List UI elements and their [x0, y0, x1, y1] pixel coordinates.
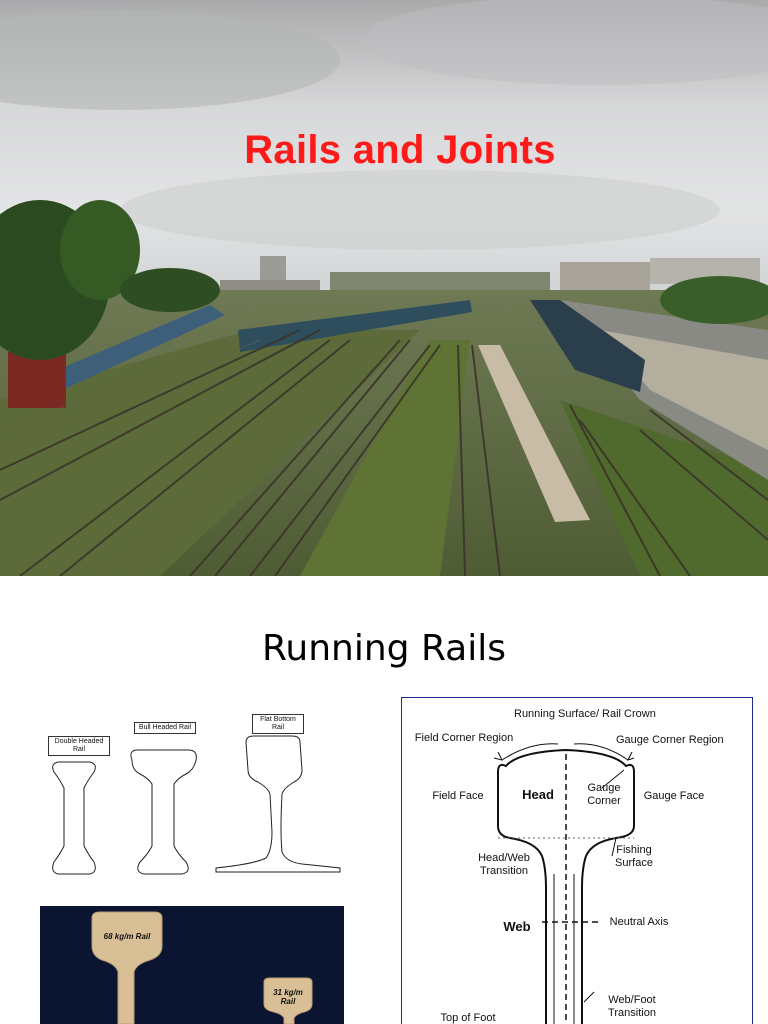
gauge-corner-label: Gauge Corner — [587, 782, 621, 807]
rail-sample-shapes — [40, 906, 344, 1024]
running-rails-slide: Running Rails Double Headed Rail Bull He… — [0, 576, 768, 1024]
fishing-surface-label: Fishing Surface — [615, 844, 653, 869]
running-surface-label: Running Surface/ Rail Crown — [514, 708, 656, 720]
title-slide: Rails and Joints — [0, 0, 768, 576]
neutral-axis-label: Neutral Axis — [609, 916, 669, 928]
field-corner-label: Field Corner Region — [414, 732, 514, 744]
top-of-foot-label: Top of Foot — [440, 1012, 496, 1024]
gauge-face-label: Gauge Face — [643, 790, 705, 802]
rail-samples-photo: 68 kg/m Rail 31 kg/m Rail — [40, 906, 344, 1024]
rail-types-figure: Double Headed Rail Bull Headed Rail Flat… — [40, 712, 344, 886]
rail-profiles-drawing — [52, 735, 341, 875]
rail-type-label: Double Headed Rail — [48, 736, 110, 756]
web-foot-label: Web/Foot Transition — [608, 994, 656, 1019]
rail-profile-diagram — [493, 743, 635, 1024]
field-face-label: Field Face — [432, 790, 484, 802]
rail-type-label: Flat Bottom Rail — [252, 714, 304, 734]
rail-type-label: Bull Headed Rail — [134, 722, 196, 734]
slide-heading: Running Rails — [261, 628, 506, 669]
slide-title: Rails and Joints — [244, 128, 556, 172]
rail-sample-label: 31 kg/m Rail — [273, 988, 303, 1006]
railway-yard-photo — [0, 0, 768, 576]
rail-sample-label: 68 kg/m Rail — [103, 932, 151, 941]
head-web-label: Head/Web Transition — [478, 852, 530, 877]
web-label: Web — [503, 919, 531, 934]
rail-anatomy-diagram: Running Surface/ Rail Crown Field Corner… — [401, 697, 753, 1024]
head-label: Head — [522, 787, 554, 802]
gauge-corner-region-label: Gauge Corner Region — [616, 734, 724, 746]
